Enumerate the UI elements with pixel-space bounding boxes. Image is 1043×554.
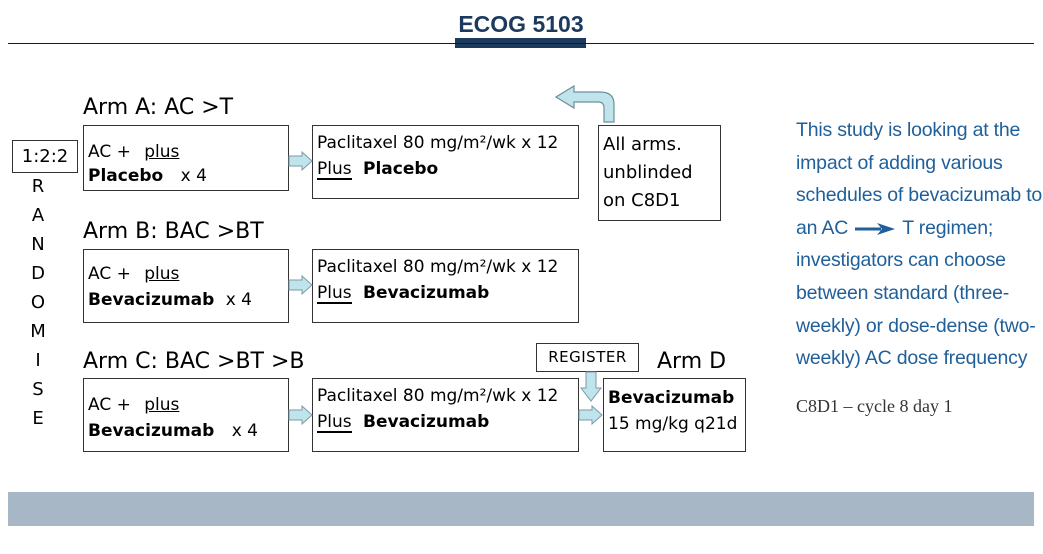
arm-d-agent: Bevacizumab	[608, 388, 735, 408]
arm-b-second-plus: Plus	[317, 283, 352, 304]
randomise-letter: M	[30, 321, 46, 342]
arm-a-paclitaxel-box: Paclitaxel 80 mg/m²/wk x 12 Plus Placebo	[312, 125, 579, 199]
register-down-arrow	[579, 371, 603, 402]
note-line-ac: an AC T regimen;	[796, 212, 1036, 245]
arm-d-dose: 15 mg/kg q21d	[608, 414, 738, 434]
arrow-a-connector	[288, 150, 313, 172]
randomise-letter: A	[31, 205, 45, 226]
arm-c-ac-label: AC +	[88, 395, 131, 415]
arrow-d-connector	[578, 404, 603, 426]
randomisation-ratio: 1:2:2	[12, 140, 78, 173]
arm-c-plus: plus	[144, 395, 180, 415]
arm-c-ac-box: AC + plus Bevacizumab x 4	[83, 378, 289, 452]
arm-a-second-agent: Placebo	[363, 159, 439, 179]
note-line: This study is looking at the	[796, 119, 1021, 141]
header-divider	[8, 43, 1034, 44]
arm-c-second-agent: Bevacizumab	[363, 412, 490, 432]
note-line: schedules of bevacizumab to	[796, 184, 1043, 207]
arm-a-plus: plus	[144, 142, 180, 162]
unblinded-box: All arms. unblinded on C8D1	[598, 125, 721, 221]
arm-b-second-agent: Bevacizumab	[363, 283, 490, 303]
arm-d-box: Bevacizumab 15 mg/kg q21d	[603, 378, 746, 452]
arm-c-paclitaxel-box: Paclitaxel 80 mg/m²/wk x 12 Plus Bevaciz…	[312, 378, 579, 452]
arm-a-paclitaxel-text: Paclitaxel 80 mg/m²/wk x 12	[317, 133, 559, 153]
arm-b-title: Arm B: BAC >BT	[83, 219, 264, 244]
note-line: investigators can choose	[796, 249, 1006, 272]
note-line: between standard (three-	[796, 281, 1010, 304]
note-ac-prefix: an AC	[796, 216, 849, 239]
arm-a-second-plus: Plus	[317, 159, 352, 180]
randomise-letter: R	[31, 176, 45, 197]
note-line: impact of adding various	[796, 151, 1003, 174]
arm-b-plus: plus	[144, 264, 180, 284]
arm-a-title: Arm A: AC >T	[83, 95, 234, 120]
curved-return-arrow	[554, 84, 615, 123]
arrow-b-connector	[288, 274, 313, 296]
note-line: weekly) or dose-dense (two-	[796, 314, 1036, 337]
arm-b-paclitaxel-text: Paclitaxel 80 mg/m²/wk x 12	[317, 257, 559, 277]
arm-b-cycles: x 4	[225, 290, 252, 310]
footer-bar	[8, 492, 1034, 526]
arm-a-ac-box: AC + plus Placebo x 4	[83, 125, 289, 191]
arm-c-agent: Bevacizumab	[88, 421, 215, 441]
register-label: REGISTER	[548, 348, 627, 366]
randomise-letter: D	[31, 263, 45, 284]
arm-c-cycles: x 4	[231, 421, 258, 441]
arm-c-title: Arm C: BAC >BT >B	[83, 349, 305, 374]
arm-a-agent: Placebo	[88, 166, 164, 186]
arm-b-ac-label: AC +	[88, 264, 131, 284]
arm-a-ac-label: AC +	[88, 142, 131, 162]
note-ac-suffix: T regimen;	[902, 216, 994, 239]
unblinded-line-1: All arms.	[603, 134, 682, 155]
arm-b-agent: Bevacizumab	[88, 290, 215, 310]
page-title: ECOG 5103	[458, 11, 584, 37]
study-note: This study is looking at the impact of a…	[796, 114, 1043, 375]
unblinded-line-2: unblinded	[603, 162, 693, 183]
unblinded-line-3: on C8D1	[603, 190, 681, 211]
randomise-letter: I	[35, 350, 41, 371]
arrow-c-connector	[288, 404, 313, 426]
randomise-letter: S	[32, 379, 44, 400]
arm-c-second-plus: Plus	[317, 412, 352, 433]
randomise-letter: E	[32, 408, 44, 429]
arm-b-ac-box: AC + plus Bevacizumab x 4	[83, 249, 289, 323]
randomise-letter: O	[30, 292, 46, 313]
arm-c-paclitaxel-text: Paclitaxel 80 mg/m²/wk x 12	[317, 386, 559, 406]
randomise-letter: N	[31, 234, 45, 255]
arm-d-title: Arm D	[657, 349, 727, 374]
arm-a-cycles: x 4	[180, 166, 207, 186]
register-box: REGISTER	[536, 343, 639, 372]
right-arrow-icon	[855, 222, 896, 235]
note-line: weekly) AC dose frequency	[796, 347, 1028, 370]
abbreviation-note: C8D1 – cycle 8 day 1	[796, 396, 953, 416]
arm-b-paclitaxel-box: Paclitaxel 80 mg/m²/wk x 12 Plus Bevaciz…	[312, 249, 579, 323]
